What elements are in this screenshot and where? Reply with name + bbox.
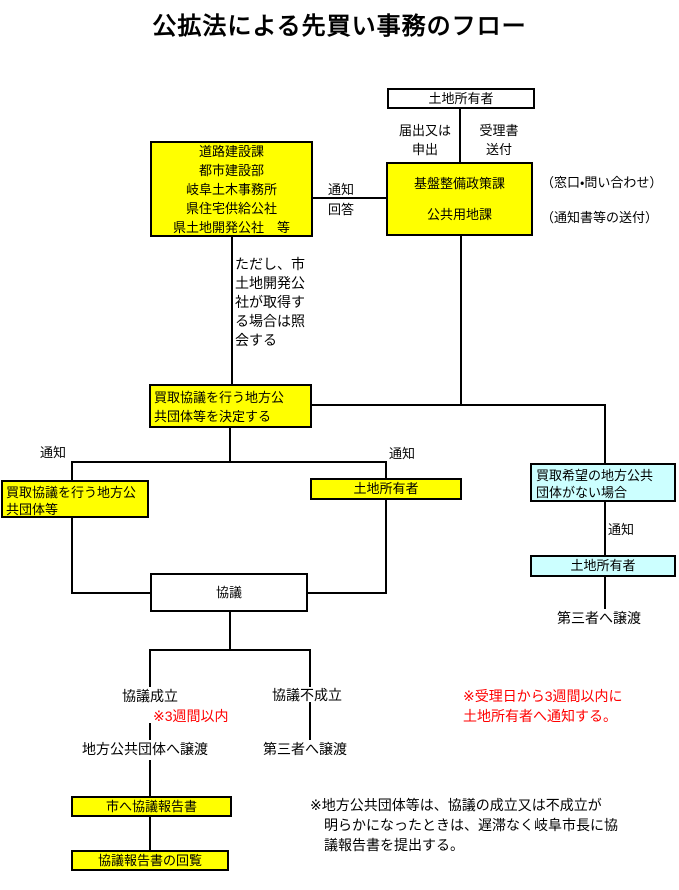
dept-line-2: 都市建設部 (198, 162, 264, 178)
edge-label-reply: 回答 (328, 202, 355, 217)
connector-outcome-split (149, 649, 311, 651)
connector-midlandowner-down (385, 500, 387, 594)
edge-label-receipt: 受理書 送付 (479, 123, 519, 157)
node-landowner-mid: 土地所有者 (310, 478, 462, 500)
node-landowner-right: 土地所有者 (530, 555, 676, 577)
connector-to-mid-landowner (385, 461, 387, 479)
connector-midlandowner-to-consult (307, 592, 387, 594)
policy-division-line-2: 公共用地課 (426, 206, 492, 222)
node-consultation: 協議 (150, 573, 308, 612)
connector-leftbox-policy (313, 197, 386, 199)
node-left-departments: 道路建設課 都市建設部 岐阜土木事務所 県住宅供給公社 県土地開発公社 等 (150, 141, 313, 237)
edge-label-notify-mid: 通知 (389, 446, 416, 461)
node-negotiating-body: 買取協議を行う地方公 共団体等 (1, 480, 149, 518)
connector-transfer-to-report (149, 760, 151, 796)
node-no-wishing-body: 買取希望の地方公共 団体がない場合 (530, 463, 676, 502)
annotation-notice-sending: （通知書等の送付） (541, 210, 659, 225)
dept-line-5: 県土地開発公社 等 (172, 219, 290, 235)
connector-agreement-to-transfer (149, 723, 151, 740)
connector-negotiating-to-consult (71, 592, 151, 594)
dept-line-1: 道路建設課 (198, 143, 264, 159)
annotation-bottom-note: ※地方公共団体等は、協議の成立又は不成立が 明らかになったときは、遅滞なく岐阜市… (310, 797, 618, 853)
connector-decide-down (229, 427, 231, 463)
connector-consult-down (229, 611, 231, 651)
connector-nowish-to-landowner (604, 502, 606, 555)
edge-label-notification: 通知 (328, 182, 355, 197)
node-report-to-city: 市へ協議報告書 (71, 796, 232, 817)
annotation-transfer-to-public-body: 地方公共団体へ譲渡 (82, 741, 208, 757)
annotation-three-weeks: ※3週間以内 (153, 708, 229, 724)
policy-division-line-1: 基盤整備政策課 (413, 175, 505, 191)
connector-noagreement-to-transfer (309, 702, 311, 740)
connector-decide-right (311, 404, 606, 406)
node-decide-body: 買取協議を行う地方公 共団体等を決定する (149, 384, 312, 428)
connector-topbox-to-policy (459, 108, 461, 162)
annotation-agreement: 協議成立 (122, 688, 178, 704)
connector-to-nowish-box (604, 404, 606, 463)
dept-line-4: 県住宅供給公社 (185, 200, 277, 216)
annotation-no-agreement: 協議不成立 (272, 687, 342, 703)
annotation-transfer-to-third-party-right: 第三者へ譲渡 (557, 610, 641, 626)
connector-agreement-branch (149, 649, 151, 687)
page-title: 公拡法による先買い事務のフロー (152, 13, 527, 40)
dept-line-3: 岐阜土木事務所 (185, 181, 277, 197)
annotation-proviso: ただし、市 土地開発公 社が取得す る場合は照 会する (235, 256, 305, 348)
connector-noagreement-branch (309, 649, 311, 687)
node-landowner-top: 土地所有者 (387, 88, 535, 109)
edge-label-notify-right: 通知 (608, 522, 635, 537)
edge-label-filing: 届出又は 申出 (398, 123, 451, 157)
connector-negotiating-down (71, 517, 73, 594)
connector-leftbox-to-decide (231, 236, 233, 385)
connector-policy-down (460, 235, 462, 405)
connector-to-negotiating-box (71, 461, 73, 481)
edge-label-notify-left: 通知 (40, 445, 67, 460)
connector-rightlandowner-down (604, 577, 606, 609)
annotation-red-note: ※受理日から3週間以内に 土地所有者へ通知する。 (463, 688, 623, 724)
connector-notify-split (71, 461, 387, 463)
node-policy-division: 基盤整備政策課 公共用地課 (386, 162, 533, 236)
connector-report-to-circulation (149, 816, 151, 851)
annotation-transfer-to-third-party: 第三者へ譲渡 (263, 741, 347, 757)
annotation-window-inquiry: （窓口・問い合わせ） (541, 175, 663, 190)
node-report-circulation: 協議報告書の回覧 (71, 850, 229, 871)
